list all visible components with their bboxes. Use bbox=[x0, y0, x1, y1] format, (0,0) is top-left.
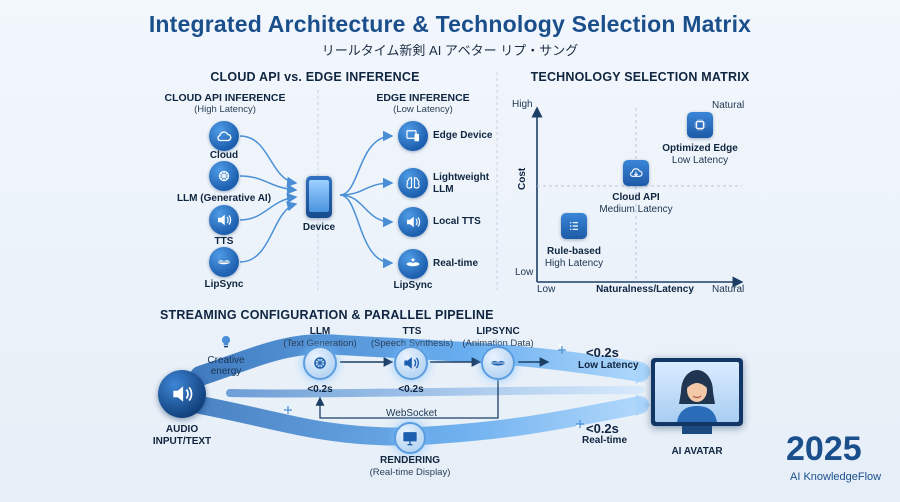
monitor-icon bbox=[394, 422, 426, 454]
matrix-point-optimized-edge: Optimized Edge bbox=[662, 143, 738, 154]
out-top-label: Low Latency bbox=[578, 360, 639, 371]
rendering-subtitle: (Real-time Display) bbox=[369, 467, 451, 478]
edge-device-icon bbox=[398, 121, 428, 151]
matrix-point-rule-based-detail: High Latency bbox=[544, 258, 604, 269]
matrix-point-cloud-api: Cloud API bbox=[612, 192, 660, 203]
matrix-x-axis-label: Naturalness/Latency bbox=[596, 284, 694, 295]
matrix-point-optimized-edge-detail: Low Latency bbox=[671, 155, 729, 166]
matrix-x-high: Natural bbox=[712, 284, 745, 295]
list-icon bbox=[561, 213, 587, 239]
edge-lipsync-label: LipSync bbox=[393, 280, 433, 291]
lipsync-item-label: LipSync bbox=[204, 279, 244, 290]
pipeline-section-title: STREAMING CONFIGURATION & PARALLEL PIPEL… bbox=[160, 308, 494, 322]
avatar-icon bbox=[677, 370, 717, 422]
edge-inference-subtitle: (Low Latency) bbox=[393, 104, 453, 115]
matrix-point-rule-based: Rule-based bbox=[547, 246, 601, 257]
brain-icon bbox=[398, 168, 428, 198]
realtime-label: Real-time bbox=[433, 258, 479, 269]
tts-item-label: TTS bbox=[214, 236, 234, 247]
monitor-stand bbox=[682, 426, 712, 434]
brand-label: AI KnowledgeFlow bbox=[790, 471, 882, 483]
cloud-item-label: Cloud bbox=[209, 150, 239, 161]
matrix-section-title: TECHNOLOGY SELECTION MATRIX bbox=[530, 70, 750, 84]
matrix-top-right-label: Natural bbox=[712, 100, 745, 111]
local-speaker-icon bbox=[398, 207, 428, 237]
realtime-lips-icon bbox=[398, 249, 428, 279]
pipeline-tts-latency: <0.2s bbox=[398, 384, 424, 395]
lipsync-stage-icon bbox=[481, 346, 515, 380]
lips-icon bbox=[209, 247, 239, 277]
chip-icon bbox=[687, 112, 713, 138]
cloud-icon bbox=[209, 121, 239, 151]
device-label: Device bbox=[302, 222, 336, 233]
llm-item-label: LLM (Generative AI) bbox=[176, 193, 272, 204]
tts-stage-icon bbox=[394, 346, 428, 380]
matrix-y-axis-label: Cost bbox=[517, 167, 528, 190]
matrix-x-low: Low bbox=[537, 284, 556, 295]
pipeline-llm-latency: <0.2s bbox=[307, 384, 333, 395]
speaker-icon bbox=[209, 205, 239, 235]
out-bottom-latency: <0.2s bbox=[586, 421, 619, 436]
out-bottom-label: Real-time bbox=[582, 435, 628, 446]
lightbulb-icon bbox=[218, 334, 234, 350]
smartphone-icon bbox=[306, 176, 332, 218]
pipeline-tts-title: TTS bbox=[402, 326, 422, 337]
audio-input-label: AUDIO INPUT/TEXT bbox=[152, 424, 212, 447]
edge-inference-title: EDGE INFERENCE bbox=[376, 92, 470, 104]
cloud-edge-section-title: CLOUD API vs. EDGE INFERENCE bbox=[210, 70, 420, 84]
cloud-inference-subtitle: (High Latency) bbox=[194, 104, 256, 115]
local-tts-label: Local TTS bbox=[433, 216, 481, 227]
out-top-latency: <0.2s bbox=[586, 345, 619, 360]
page-subtitle: リールタイム新剣 AI アベター リプ・サング bbox=[321, 43, 579, 58]
websocket-label: WebSocket bbox=[386, 408, 437, 419]
pipeline-llm-subtitle: (Text Generation) bbox=[283, 338, 357, 349]
pipeline-llm-title: LLM bbox=[309, 326, 331, 337]
llm-icon bbox=[209, 161, 239, 191]
llm-stage-icon bbox=[303, 346, 337, 380]
edge-device-label: Edge Device bbox=[433, 130, 493, 141]
cloud-inference-title: CLOUD API INFERENCE bbox=[164, 92, 286, 104]
rendering-title: RENDERING bbox=[379, 455, 440, 466]
pipeline-lipsync-title: LIPSYNC bbox=[476, 326, 520, 337]
cloud-download-icon bbox=[623, 160, 649, 186]
year-label: 2025 bbox=[786, 430, 862, 468]
ai-avatar-label: AI AVATAR bbox=[671, 446, 723, 457]
pipeline-tts-subtitle: (Speech Synthesis) bbox=[370, 338, 454, 349]
audio-input-icon bbox=[158, 370, 206, 418]
matrix-point-cloud-api-detail: Medium Latency bbox=[599, 204, 673, 215]
pipeline-lipsync-subtitle: (Animation Data) bbox=[462, 338, 534, 349]
creative-energy-label: Creative energy bbox=[207, 355, 245, 377]
page-title: Integrated Architecture & Technology Sel… bbox=[148, 11, 752, 37]
lightweight-llm-label: Lightweight LLM bbox=[433, 172, 490, 195]
matrix-y-low: Low bbox=[515, 267, 534, 278]
matrix-y-high: High bbox=[512, 99, 533, 110]
ai-avatar-screen bbox=[651, 358, 743, 426]
